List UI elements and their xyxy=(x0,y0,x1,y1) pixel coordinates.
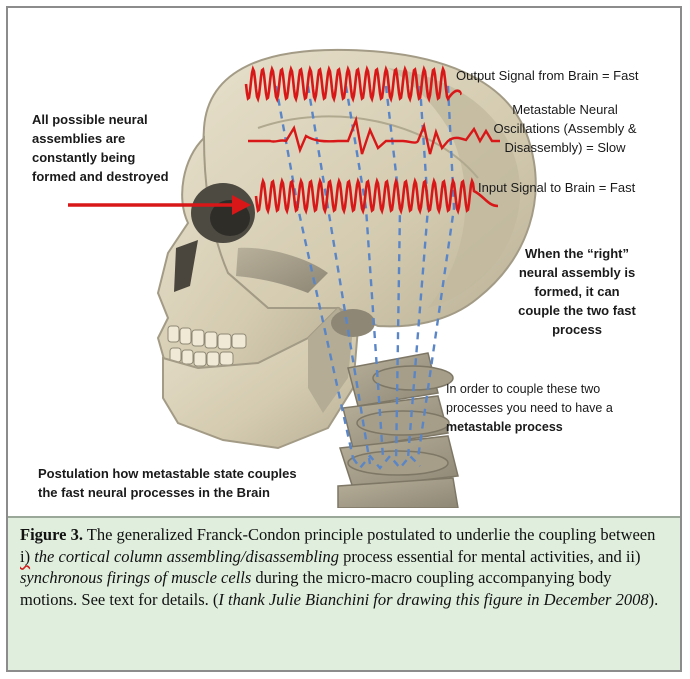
metastable-label-line: Disassembly) = Slow xyxy=(504,140,626,155)
cervical-spine xyxy=(337,352,459,509)
output-signal-wave xyxy=(244,65,462,103)
metastable-label-line: Oscillations (Assembly & xyxy=(493,121,637,136)
teeth xyxy=(167,325,247,367)
caption-italic: I thank Julie Bianchini for drawing this… xyxy=(218,589,649,609)
figure-frame: Output Signal from Brain = Fast Metastab… xyxy=(6,6,682,672)
skull-illustration xyxy=(68,48,537,509)
couple-label-line: In order to couple these two xyxy=(446,382,601,396)
couple-label-line: processes you need to have a xyxy=(446,401,613,415)
caption-roman-i: i) xyxy=(20,546,31,566)
metastable-label: Metastable Neural Oscillations (Assembly… xyxy=(490,100,640,157)
assemblies-label: All possible neural assemblies are const… xyxy=(32,110,169,186)
metastable-wave xyxy=(248,115,500,155)
couple-label-line: metastable process xyxy=(446,420,563,434)
figure-caption: Figure 3. The generalized Franck-Condon … xyxy=(8,516,680,670)
assemblies-label-line: assemblies are xyxy=(32,131,126,146)
assemblies-label-line: constantly being xyxy=(32,150,136,165)
right-assembly-label: When the “right” neural assembly is form… xyxy=(502,244,652,339)
caption-italic: synchronous firings of muscle cells xyxy=(20,568,252,587)
input-signal-path xyxy=(254,177,499,215)
couple-label: In order to couple these two processes y… xyxy=(446,380,613,437)
postulation-label-line: the fast neural processes in the Brain xyxy=(38,485,270,500)
caption-text: process essential for mental activities,… xyxy=(339,546,641,566)
skull-diagram: Output Signal from Brain = Fast Metastab… xyxy=(8,8,680,509)
right-assembly-line: couple the two fast xyxy=(518,303,636,318)
right-assembly-line: formed, it can xyxy=(534,284,620,299)
output-signal-path xyxy=(244,65,462,103)
output-signal-label: Output Signal from Brain = Fast xyxy=(456,68,639,83)
caption-text: ). xyxy=(648,589,659,609)
input-signal-label: Input Signal to Brain = Fast xyxy=(478,180,636,195)
caption-text: The generalized Franck-Condon principle … xyxy=(82,525,656,544)
assemblies-label-line: formed and destroyed xyxy=(32,169,169,184)
caption-text: during the micro-macro coupling accompan… xyxy=(20,568,612,609)
postulation-label: Postulation how metastable state couples… xyxy=(38,464,297,502)
input-signal-wave xyxy=(254,177,499,215)
postulation-label-line: Postulation how metastable state couples xyxy=(38,466,297,481)
assemblies-label-line: All possible neural xyxy=(32,112,148,127)
caption-italic: the cortical column assembling/disassemb… xyxy=(30,546,339,566)
input-arrow xyxy=(68,195,251,215)
right-assembly-line: process xyxy=(552,322,602,337)
metastable-label-line: Metastable Neural xyxy=(512,102,618,117)
right-assembly-line: neural assembly is xyxy=(518,265,636,280)
right-assembly-line: When the “right” xyxy=(525,246,629,261)
caption-figure-label: Figure 3. xyxy=(20,525,83,544)
